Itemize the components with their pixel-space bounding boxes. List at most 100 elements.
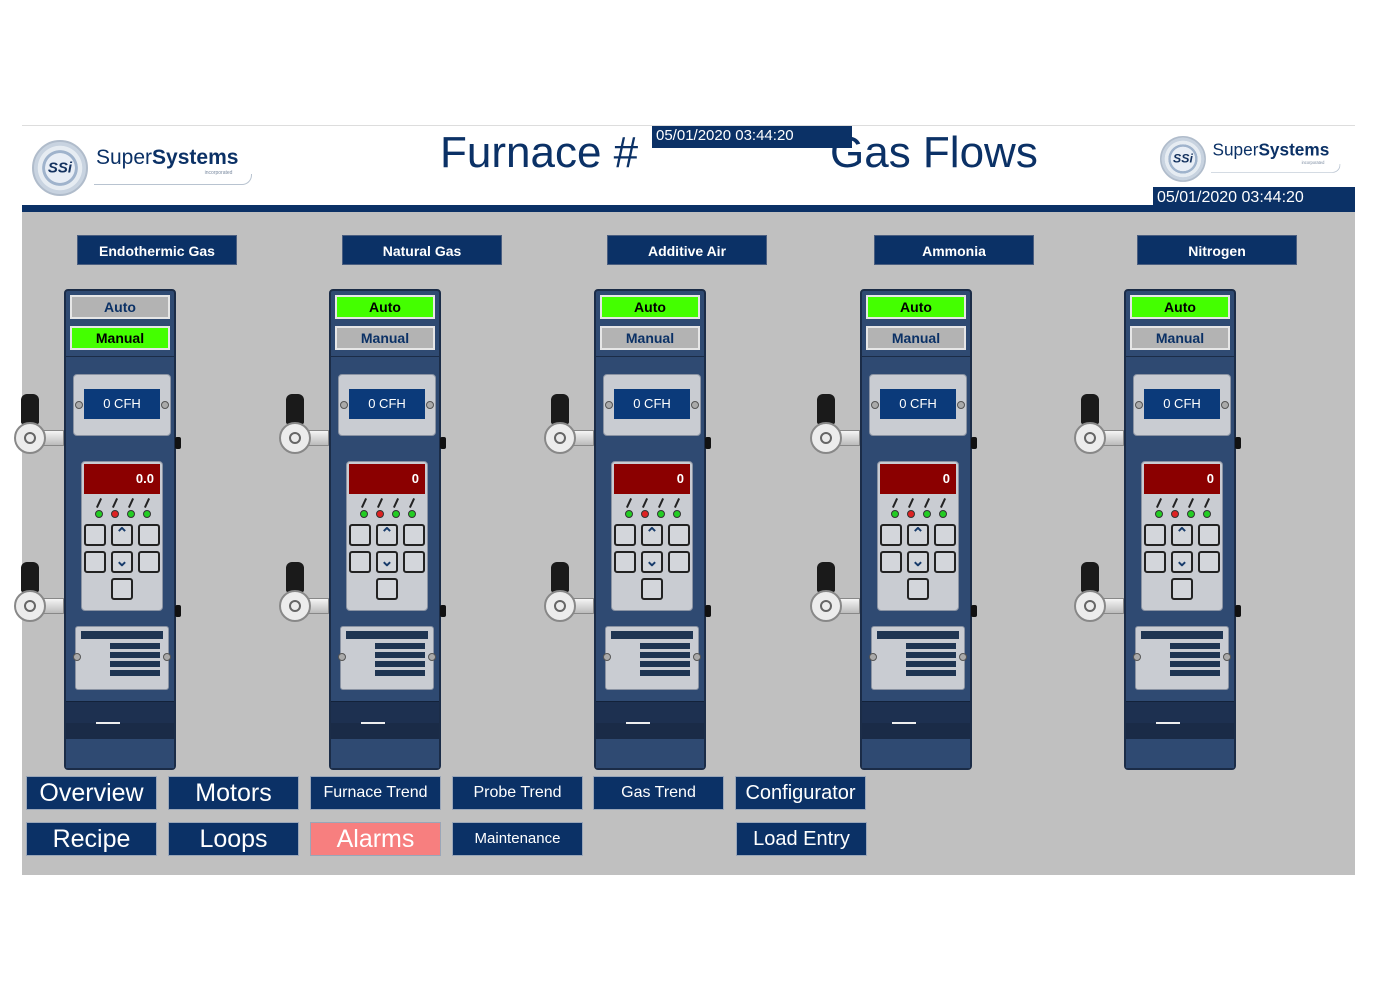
page-title-furnace: Furnace # [440,128,639,177]
return-key[interactable] [880,551,902,573]
nav-load-entry-button[interactable]: Load Entry [736,822,867,856]
datetime-overlay: 05/01/2020 03:44:20 [652,126,852,148]
info-plate [338,626,436,690]
flow-readout: 0 CFH [1144,389,1220,419]
flow-readout: 0 CFH [880,389,956,419]
gas-label-2: Additive Air [607,235,767,265]
info-plate [869,626,967,690]
return-key[interactable] [614,551,636,573]
arrow-down-icon[interactable]: ⌄ [111,551,133,573]
status-led-icon [939,498,947,518]
select-key[interactable] [934,551,956,573]
nav-motors-button[interactable]: Motors [168,776,299,810]
connector-icon [440,437,446,449]
return-key[interactable] [1144,551,1166,573]
flow-controller-1: Auto Manual 0 CFH 0 ⌃ ⌄ [269,289,469,774]
return-key[interactable] [349,551,371,573]
nav-alarms-button[interactable]: Alarms [310,822,441,856]
setpoint-key[interactable] [934,524,956,546]
setpoint-key[interactable] [403,524,425,546]
arrow-down-icon[interactable]: ⌄ [641,551,663,573]
nav-maintenance-button[interactable]: Maintenance [452,822,583,856]
arrow-up-icon[interactable]: ⌃ [641,524,663,546]
valve-icon [544,394,594,454]
screw-icon [75,401,83,409]
connector-icon [705,605,711,617]
manual-mode-button[interactable]: Manual [335,326,435,350]
flow-readout-plate: 0 CFH [73,374,171,436]
totalizer-key[interactable] [1144,524,1166,546]
status-led-icon [1155,498,1163,518]
flow-readout: 0 CFH [349,389,425,419]
select-key[interactable] [1198,551,1220,573]
status-led-icon [111,498,119,518]
arrow-up-icon[interactable]: ⌃ [1171,524,1193,546]
valve-icon [279,394,329,454]
totalizer-key[interactable] [880,524,902,546]
totalizer-key[interactable] [84,524,106,546]
status-led-icon [673,498,681,518]
flow-controller-4: Auto Manual 0 CFH 0 ⌃ ⌄ [1064,289,1264,774]
screw-icon [1221,401,1229,409]
manual-mode-button[interactable]: Manual [1130,326,1230,350]
screw-icon [957,401,965,409]
controller-keypad: 0 ⌃ ⌄ [877,461,959,611]
arrow-up-icon[interactable]: ⌃ [907,524,929,546]
nav-configurator-button[interactable]: Configurator [735,776,866,810]
screw-icon [1135,401,1143,409]
nav-furnace-trend-button[interactable]: Furnace Trend [310,776,441,810]
nav-overview-button[interactable]: Overview [26,776,157,810]
seal-text: SSi [1173,151,1193,166]
auto-mode-button[interactable]: Auto [70,295,170,319]
status-led-icon [143,498,151,518]
manual-mode-button[interactable]: Manual [866,326,966,350]
auto-mode-button[interactable]: Auto [1130,295,1230,319]
arrow-down-icon[interactable]: ⌄ [376,551,398,573]
setpoint-key[interactable] [668,524,690,546]
flow-meter-device: Auto Manual 0 CFH 0 ⌃ ⌄ [594,289,706,770]
setup-key[interactable] [907,578,929,600]
select-key[interactable] [668,551,690,573]
gas-label-4: Nitrogen [1137,235,1297,265]
arrow-down-icon[interactable]: ⌄ [907,551,929,573]
totalizer-key[interactable] [349,524,371,546]
nav-probe-trend-button[interactable]: Probe Trend [452,776,583,810]
flow-readout-plate: 0 CFH [603,374,701,436]
arrow-up-icon[interactable]: ⌃ [376,524,398,546]
setup-key[interactable] [641,578,663,600]
setup-key[interactable] [1171,578,1193,600]
status-led-icon [127,498,135,518]
info-plate [73,626,171,690]
info-plate [1133,626,1231,690]
screw-icon [603,653,611,661]
status-led-icon [907,498,915,518]
totalizer-key[interactable] [614,524,636,546]
arrow-down-icon[interactable]: ⌄ [1171,551,1193,573]
arrow-up-icon[interactable]: ⌃ [111,524,133,546]
nav-gas-trend-button[interactable]: Gas Trend [593,776,724,810]
select-key[interactable] [403,551,425,573]
status-leds [95,498,151,518]
return-key[interactable] [84,551,106,573]
connector-icon [175,605,181,617]
setpoint-key[interactable] [1198,524,1220,546]
ssi-seal-icon: SSi [32,140,88,196]
auto-mode-button[interactable]: Auto [866,295,966,319]
select-key[interactable] [138,551,160,573]
screw-icon [605,401,613,409]
manual-mode-button[interactable]: Manual [600,326,700,350]
setup-key[interactable] [111,578,133,600]
nav-loops-button[interactable]: Loops [168,822,299,856]
flow-readout-plate: 0 CFH [1133,374,1231,436]
screw-icon [693,653,701,661]
manual-mode-button[interactable]: Manual [70,326,170,350]
setup-key[interactable] [376,578,398,600]
nav-recipe-button[interactable]: Recipe [26,822,157,856]
auto-mode-button[interactable]: Auto [335,295,435,319]
setpoint-key[interactable] [138,524,160,546]
flow-controller-3: Auto Manual 0 CFH 0 ⌃ ⌄ [800,289,1000,774]
connector-icon [971,605,977,617]
valve-icon [1074,562,1124,622]
auto-mode-button[interactable]: Auto [600,295,700,319]
